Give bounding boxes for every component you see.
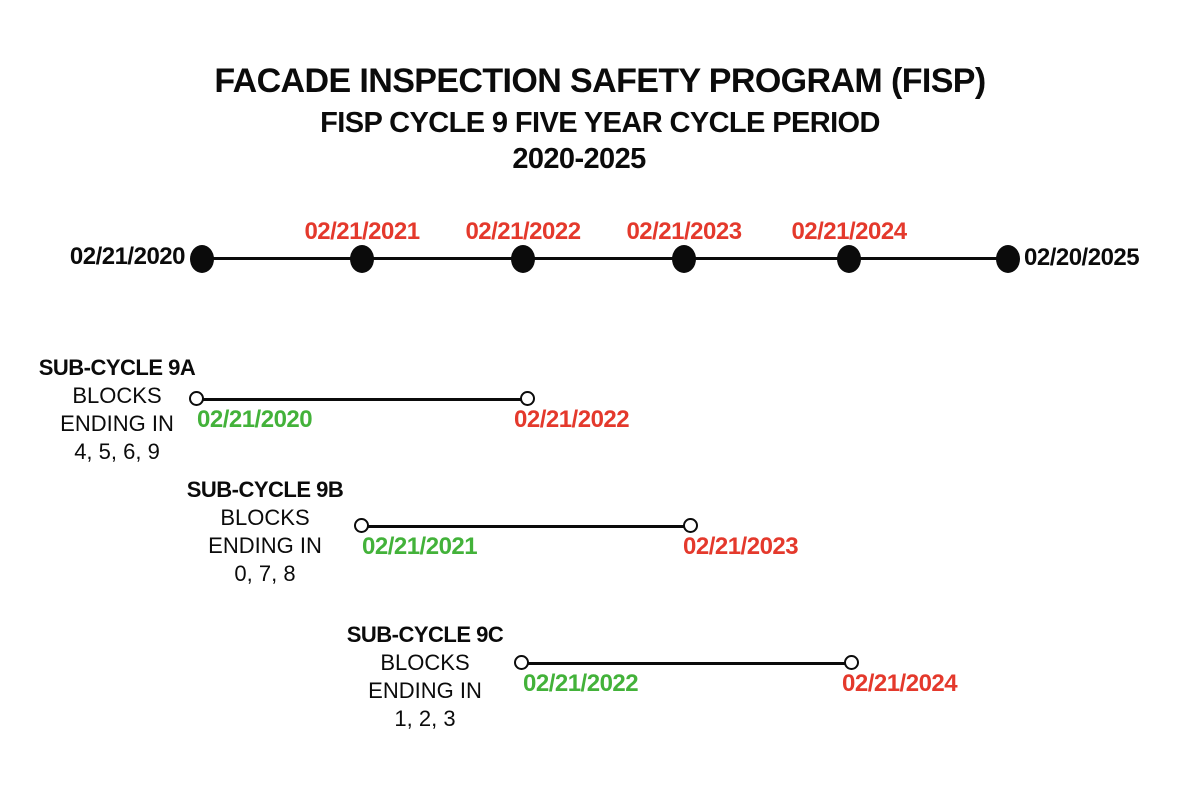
timeline-start-label: 02/21/2020 (69, 243, 186, 270)
milestone-label-2022: 02/21/2022 (465, 218, 581, 245)
subcycle-line (362, 525, 691, 528)
subcycle-desc-line: 1, 2, 3 (394, 706, 456, 731)
subcycle-end-date: 02/21/2023 (683, 533, 799, 560)
subcycle-end-circle (520, 391, 535, 406)
milestone-label-2024: 02/21/2024 (791, 218, 907, 245)
subcycle-desc-line: ENDING IN (368, 678, 482, 703)
subcycle-name: SUB-CYCLE 9C (346, 622, 504, 647)
subcycle-line (522, 662, 852, 665)
milestone-label-2021: 02/21/2021 (304, 218, 420, 245)
subcycle-label-block: SUB-CYCLE 9C BLOCKS ENDING IN 1, 2, 3 (315, 621, 535, 733)
subcycle-end-date: 02/21/2024 (842, 670, 958, 697)
timeline-dot-2021 (350, 245, 374, 273)
page-subtitle: FISP CYCLE 9 FIVE YEAR CYCLE PERIOD (320, 107, 880, 139)
subcycle-desc-line: 0, 7, 8 (234, 561, 296, 586)
subcycle-desc-line: ENDING IN (208, 533, 322, 558)
subcycle-name: SUB-CYCLE 9B (186, 477, 344, 502)
timeline-dot-2022 (511, 245, 535, 273)
subcycle-line (197, 398, 528, 401)
subcycle-start-date: 02/21/2021 (362, 533, 478, 560)
subcycle-start-circle (514, 655, 529, 670)
timeline-end-label: 02/20/2025 (1024, 244, 1140, 271)
milestone-label-2023: 02/21/2023 (626, 218, 742, 245)
subcycle-desc-line: BLOCKS (72, 383, 162, 408)
subcycle-desc-line: 4, 5, 6, 9 (74, 439, 160, 464)
subcycle-desc-line: ENDING IN (60, 411, 174, 436)
timeline-dot-2023 (672, 245, 696, 273)
subcycle-end-circle (683, 518, 698, 533)
timeline-line (202, 257, 1008, 260)
page-title: FACADE INSPECTION SAFETY PROGRAM (FISP) (214, 62, 986, 100)
subcycle-start-circle (189, 391, 204, 406)
timeline-dot-2025 (996, 245, 1020, 273)
subcycle-start-date: 02/21/2020 (197, 406, 313, 433)
timeline-dot-2020 (190, 245, 214, 273)
subcycle-start-date: 02/21/2022 (523, 670, 639, 697)
subcycle-desc-line: BLOCKS (220, 505, 310, 530)
subcycle-name: SUB-CYCLE 9A (38, 355, 196, 380)
subcycle-end-circle (844, 655, 859, 670)
subcycle-desc-line: BLOCKS (380, 650, 470, 675)
subcycle-label-block: SUB-CYCLE 9B BLOCKS ENDING IN 0, 7, 8 (155, 476, 375, 588)
subcycle-start-circle (354, 518, 369, 533)
subcycle-end-date: 02/21/2022 (514, 406, 630, 433)
cycle-period: 2020-2025 (512, 143, 646, 175)
timeline-dot-2024 (837, 245, 861, 273)
subcycle-label-block: SUB-CYCLE 9A BLOCKS ENDING IN 4, 5, 6, 9 (7, 354, 227, 466)
